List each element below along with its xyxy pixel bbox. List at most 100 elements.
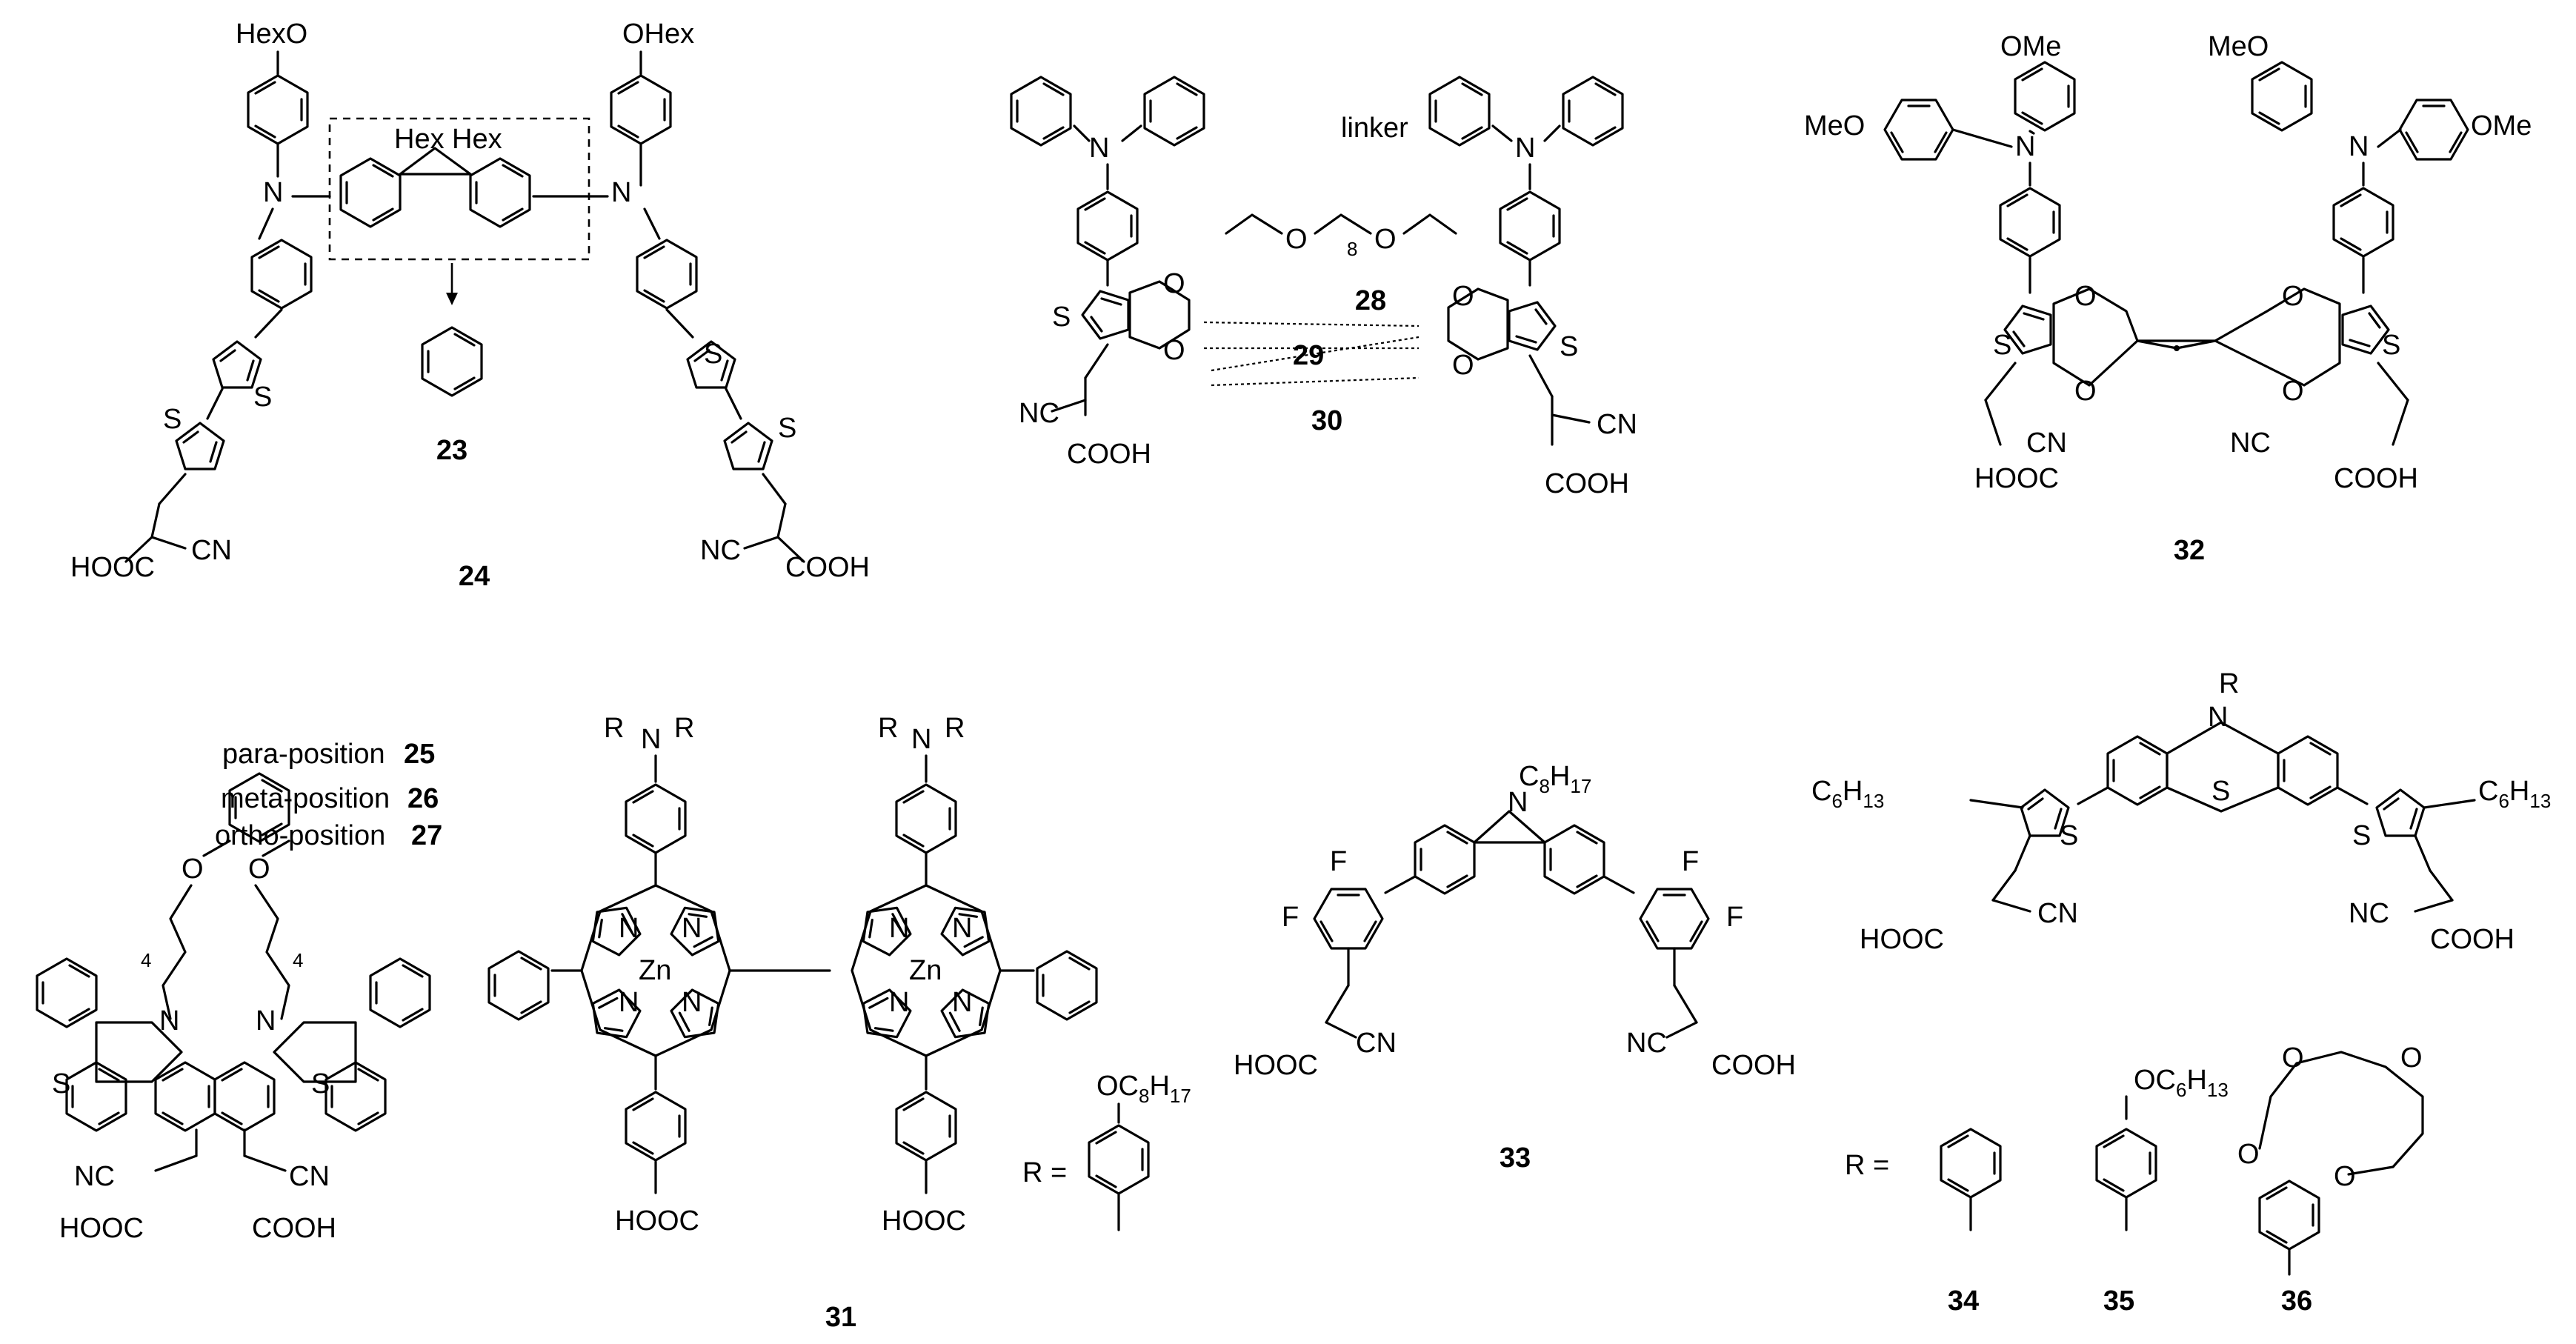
compound-number-26: 26 [407, 783, 439, 814]
compound-number-27: 27 [411, 820, 442, 851]
cooh-label-27: COOH [252, 1213, 336, 1244]
s-label-27-left: S [52, 1068, 70, 1100]
s-label-32-right: S [2382, 330, 2400, 361]
ome-label-32-2: OMe [2471, 110, 2532, 142]
compound-number-30: 30 [1311, 405, 1342, 436]
cn-label-33: CN [1356, 1028, 1397, 1059]
para-position-label: para-position [222, 739, 385, 770]
s-label-24-r2: S [778, 413, 796, 444]
compound-number-24: 24 [459, 561, 490, 592]
compounds-34-36-structure: R N S S C6H13 HOOC CN S C6H13 NC COOH R … [1811, 668, 2551, 1317]
o-label-32-4: O [2282, 376, 2304, 407]
s-label-24-r1: S [704, 339, 722, 370]
f-label-33-3: F [1682, 846, 1699, 877]
n-label-p1-2: N [682, 913, 702, 944]
n-label-32-right: N [2349, 131, 2369, 162]
nc-label-33: NC [1626, 1028, 1667, 1059]
hex-label-1: Hex [394, 124, 445, 155]
nc-label-29: NC [1019, 398, 1059, 429]
o-label-27-left: O [182, 854, 204, 885]
n-label-p2-2: N [952, 913, 972, 944]
compound-31-structure: R N R R N R N N N N Zn N N N N [487, 713, 1191, 1333]
n-label-27-right: N [256, 1005, 276, 1037]
nc-label-34: NC [2349, 898, 2389, 929]
f-label-33-2: F [1282, 902, 1299, 933]
cooh-label-33: COOH [1711, 1050, 1796, 1081]
f-label-33-4: F [1726, 902, 1743, 933]
compound-number-25: 25 [404, 739, 435, 770]
compound-number-33: 33 [1500, 1142, 1531, 1174]
cooh-label-29: COOH [1067, 439, 1151, 470]
subscript-4-left: 4 [141, 949, 151, 971]
compound-number-34: 34 [1948, 1285, 1979, 1317]
nc-label-24: NC [700, 535, 741, 566]
n-label-27-left: N [159, 1005, 179, 1037]
s-label-34-right: S [2352, 820, 2371, 851]
hooc-label-32: HOOC [1974, 463, 2059, 494]
hooc-label-34: HOOC [1860, 924, 1944, 955]
o-label-28-1: O [1285, 224, 1308, 255]
r-eq-label-31: R = [1022, 1157, 1067, 1188]
ome-label-32-1: OMe [2000, 31, 2061, 62]
arrow-head [446, 293, 458, 305]
r-label-31-2: R [674, 713, 694, 744]
o-label-32-3: O [2282, 281, 2304, 312]
compound-number-28: 28 [1355, 285, 1386, 316]
s-label-32-left: S [1993, 330, 2011, 361]
cn-label-34: CN [2037, 898, 2078, 929]
compound-33-structure: C8H17 N F F HOOC CN F F NC COOH 33 [1234, 761, 1796, 1174]
hooc-label-27: HOOC [59, 1213, 144, 1244]
r-label-34-36: R [2219, 668, 2239, 699]
n-label-30-right: N [1515, 133, 1535, 164]
o-label-29-2: O [1163, 335, 1185, 366]
oc6h13-label: OC6H13 [2134, 1065, 2229, 1101]
hooc-label-24: HOOC [70, 552, 155, 583]
r-eq-label-34: R = [1845, 1150, 1889, 1181]
zn-label-1: Zn [639, 955, 671, 986]
hex-label-2: Hex [452, 124, 502, 155]
nc-label-27: NC [74, 1161, 115, 1192]
hooc-label-33: HOOC [1234, 1050, 1318, 1081]
ohex-label-right: OHex [622, 19, 694, 50]
hexo-label-left: HexO [236, 19, 307, 50]
compound-number-29: 29 [1293, 340, 1324, 371]
n-label-p2-4: N [952, 987, 972, 1018]
cooh-label-24: COOH [785, 552, 870, 583]
c8h17-label: C8H17 [1519, 761, 1591, 797]
compound-number-36: 36 [2281, 1285, 2312, 1317]
compound-number-35: 35 [2103, 1285, 2134, 1317]
cn-label-30: CN [1597, 409, 1637, 440]
o-label-32-1: O [2074, 281, 2097, 312]
o-label-30-2: O [1452, 350, 1474, 381]
oc8-label: OC8H17 [1096, 1071, 1191, 1107]
linker-label: linker [1341, 113, 1408, 144]
s-label-30-right: S [1560, 331, 1578, 362]
linker-subscript: 8 [1347, 238, 1357, 260]
subscript-4-right: 4 [293, 949, 303, 971]
cooh-label-32: COOH [2334, 463, 2418, 494]
n-label-24-left: N [263, 177, 283, 208]
r-label-31-3: R [878, 713, 898, 744]
hooc-label-31-2: HOOC [882, 1205, 966, 1237]
r-label-31-4: R [945, 713, 965, 744]
n-label-p1-4: N [682, 987, 702, 1018]
c6h13-label-right: C6H13 [2478, 776, 2551, 812]
s-label-27-right: S [311, 1068, 330, 1100]
n-label-29-left: N [1089, 133, 1109, 164]
o-label-36-2: O [2400, 1042, 2423, 1074]
zn-label-2: Zn [909, 955, 942, 986]
s-label-phenothiazine: S [2211, 776, 2230, 807]
compound-32-structure: MeO OMe N S O O HOOC CN MeO N OMe S [1804, 31, 2532, 566]
o-label-36-4: O [2334, 1161, 2356, 1192]
cooh-label-34: COOH [2430, 924, 2515, 955]
s-label-29-left: S [1052, 302, 1071, 333]
c6h13-label-left: C6H13 [1811, 776, 1884, 812]
nc-label-32: NC [2230, 428, 2271, 459]
o-label-27-right: O [248, 854, 270, 885]
o-label-36-3: O [2237, 1139, 2260, 1170]
o-label-36-1: O [2282, 1042, 2304, 1074]
compound-number-31: 31 [825, 1302, 856, 1333]
r-label-31-1: R [604, 713, 624, 744]
n-label-24-right: N [611, 177, 631, 208]
